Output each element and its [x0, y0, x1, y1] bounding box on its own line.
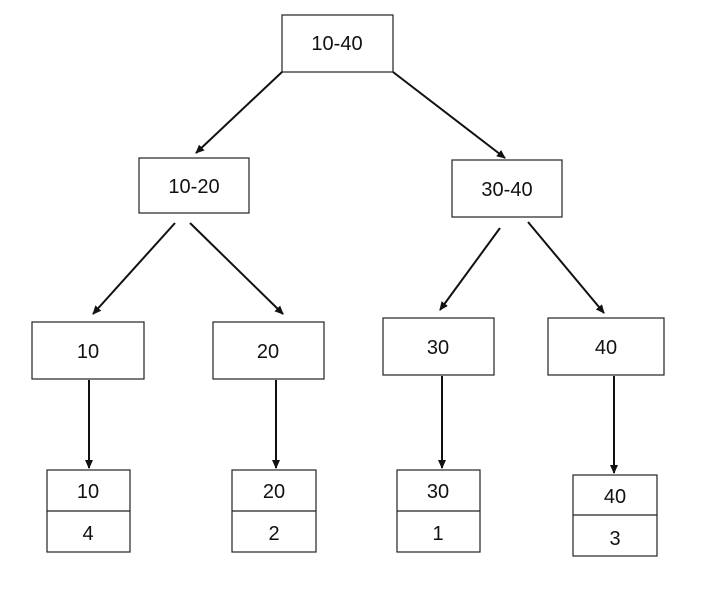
edge-mid-right-to-leaf-40 [527, 221, 605, 314]
node-mid-right-box [451, 159, 563, 218]
node-leaf-20: 20 [212, 321, 325, 380]
edge-mid-left-to-leaf-20 [189, 222, 284, 315]
node-leaf-10: 10 [31, 321, 145, 380]
node-mid-left-box [138, 157, 250, 214]
node-root-box [281, 14, 394, 73]
record-40-key: 40 [604, 486, 626, 508]
node-mid-left: 10-20 [138, 157, 250, 214]
record-10-value: 4 [82, 523, 93, 545]
record-20-key: 20 [263, 481, 285, 503]
node-leaf-30: 30 [382, 317, 495, 376]
node-mid-right: 30-40 [451, 159, 563, 218]
node-leaf-40-label: 40 [595, 337, 617, 359]
edge-mid-right-to-leaf-30 [439, 227, 501, 311]
node-root: 10-40 [281, 14, 394, 73]
edge-root-to-mid-right [392, 71, 506, 159]
node-leaf-20-label: 20 [257, 341, 279, 363]
record-10-key: 10 [77, 481, 99, 503]
record-30-value: 1 [432, 523, 443, 545]
record-30-key: 30 [427, 481, 449, 503]
record-10: 10 4 [46, 469, 131, 553]
node-root-label: 10-40 [311, 33, 362, 55]
edges [85, 71, 618, 474]
node-leaf-10-label: 10 [77, 341, 99, 363]
node-leaf-10-box [31, 321, 145, 380]
edge-mid-left-to-leaf-10 [92, 222, 176, 315]
record-40-value: 3 [609, 528, 620, 550]
record-30: 30 1 [396, 469, 481, 553]
node-leaf-30-box [382, 317, 495, 376]
node-leaf-30-label: 30 [427, 337, 449, 359]
node-mid-left-label: 10-20 [168, 176, 219, 198]
node-leaf-20-box [212, 321, 325, 380]
record-20-value: 2 [268, 523, 279, 545]
node-mid-right-label: 30-40 [481, 179, 532, 201]
record-20: 20 2 [231, 469, 317, 553]
node-leaf-40-box [547, 317, 665, 376]
edge-root-to-mid-left [195, 71, 283, 154]
node-leaf-40: 40 [547, 317, 665, 376]
record-40: 40 3 [572, 474, 658, 557]
